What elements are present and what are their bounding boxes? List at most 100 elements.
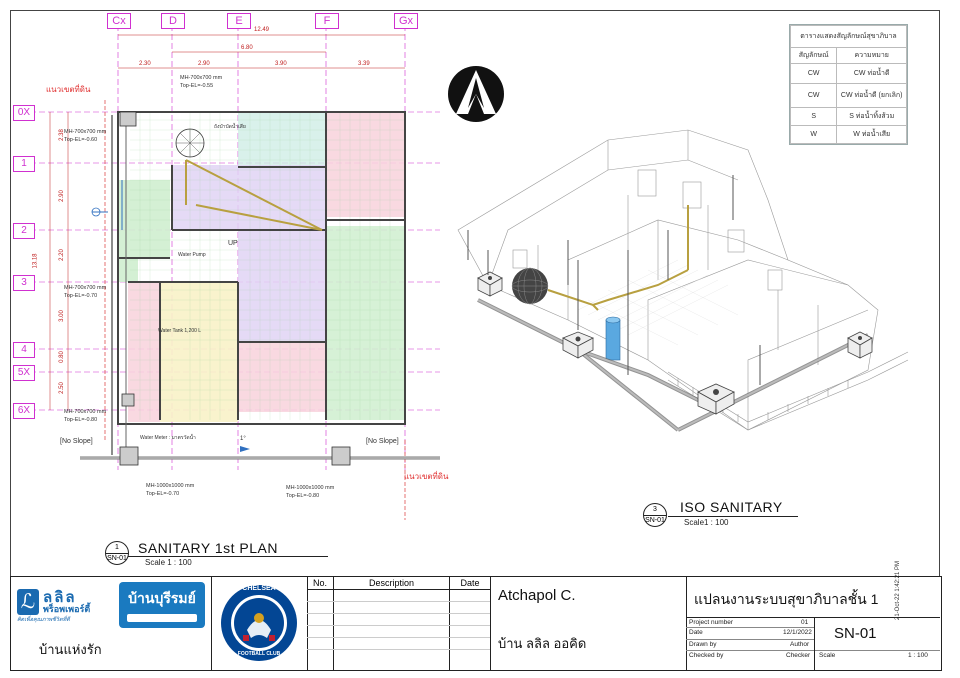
stair-up-label: UP — [228, 240, 238, 247]
manhole-left2-label: MH-700x700 mm Top-EL=-0.70 — [64, 284, 106, 300]
rev-col-description: Description — [334, 577, 450, 590]
drawn-by-value: Author — [790, 641, 810, 648]
dim-row-d: 3.00 — [58, 310, 65, 322]
legend-symbol-cw-cancel: CW — [789, 83, 838, 108]
date-value: 12/1/2022 — [783, 629, 812, 636]
grid-row-4: 4 — [13, 342, 35, 358]
legend-col-meaning: ความหมาย — [836, 47, 907, 64]
manhole-bot1-label: MH-1000x1000 mm Top-EL=-0.70 — [146, 482, 194, 498]
info-divider-v — [814, 617, 815, 670]
house-name: บ้านแห่งรัก — [39, 642, 102, 657]
sheet-title: แปลนงานระบบสุขาภิบาลชั้น 1 — [694, 591, 879, 607]
manhole-left3-size: MH-700x700 mm — [64, 409, 107, 415]
club-name-bottom: FOOTBALL CLUB — [237, 651, 281, 657]
plan-view-num-text: 1 — [115, 544, 119, 551]
manhole-left3-el: Top-EL=-0.80 — [64, 417, 98, 423]
company-slogan: คิดเพื่อคุณภาพชีวิตที่ดี — [17, 617, 70, 623]
dim-d-e: 2.90 — [198, 61, 210, 67]
grid-col-gx: Gx — [394, 13, 418, 29]
dim-row-f: 2.50 — [58, 382, 65, 394]
print-timestamp: 21-Oct-22 1:42:21 PM — [895, 560, 901, 620]
grid-row-6x: 6X — [13, 403, 35, 419]
brand-name: บ้านบุรีรมย์ — [128, 590, 196, 606]
project-number-label: Project number — [689, 619, 734, 626]
manhole-bot2-size: MH-1000x1000 mm — [286, 485, 335, 491]
project-name: บ้าน ลลิล ออคิด — [498, 636, 587, 651]
dim-row-e: 0.80 — [58, 351, 65, 363]
iso-view-scale: Scale1 : 100 — [684, 518, 729, 527]
dim-row-b: 2.90 — [58, 190, 65, 202]
rev-col-date: Date — [450, 577, 490, 590]
company-logo: ℒ ลลิล พร็อพเพอร์ตี้ คิดเพื่อคุณภาพชีวิต… — [17, 585, 119, 625]
company-logo-cell: ℒ ลลิล พร็อพเพอร์ตี้ คิดเพื่อคุณภาพชีวิต… — [11, 577, 212, 670]
property-edge-label-bottom: แนวเขตที่ดิน — [404, 472, 449, 481]
iso-view-num-text: 3 — [653, 506, 657, 513]
drawn-by-label: Drawn by — [689, 641, 717, 648]
iso-view-number: 3 SN-01 — [643, 503, 667, 527]
grid-row-2: 2 — [13, 223, 35, 239]
manhole-bot1-el: Top-EL=-0.70 — [146, 491, 180, 497]
manhole-top-el: Top-EL=-0.55 — [180, 83, 214, 89]
club-name-top: CHELSEA — [242, 585, 276, 592]
info-grid-top-line — [686, 617, 940, 618]
scale-label: Scale — [819, 652, 836, 659]
manhole-bot2-el: Top-EL=-0.80 — [286, 493, 320, 499]
manhole-left2-el: Top-EL=-0.70 — [64, 293, 98, 299]
iso-view-title: ISO SANITARY — [680, 499, 783, 515]
sheet-info-cell: แปลนงานระบบสุขาภิบาลชั้น 1 Project numbe… — [686, 577, 940, 670]
manhole-bot1-size: MH-1000x1000 mm — [146, 483, 195, 489]
north-arrow-icon — [448, 66, 504, 122]
property-edge-label-top: แนวเขตที่ดิน — [46, 85, 91, 94]
company-name: ลลิล — [43, 589, 77, 606]
grid-row-1: 1 — [13, 156, 35, 172]
date-label: Date — [689, 629, 703, 636]
no-slope-left: [No Slope] — [60, 438, 93, 445]
dim-row-total: 13.18 — [32, 253, 39, 269]
symbol-legend-table: ตารางแสดงสัญลักษณ์สุขาภิบาล สัญลักษณ์ คว… — [789, 24, 908, 145]
brand-stripe — [127, 614, 197, 622]
rev-divider-1 — [333, 577, 334, 670]
title-block: ℒ ลลิล พร็อพเพอร์ตี้ คิดเพื่อคุณภาพชีวิต… — [10, 576, 942, 671]
manhole-bot2-label: MH-1000x1000 mm Top-EL=-0.80 — [286, 484, 334, 500]
svg-text:1°: 1° — [240, 436, 246, 442]
plan-view-number: 1 SN-01 — [105, 541, 129, 565]
grid-col-cx: Cx — [107, 13, 131, 29]
legend-meaning-cw: CW ท่อน้ำดี — [836, 63, 907, 84]
rev-row-line — [307, 601, 490, 602]
water-pump-label: Water Pump — [178, 252, 206, 258]
rev-divider-2 — [449, 577, 450, 670]
client-project-cell: Atchapol C. บ้าน ลลิล ออคิด — [490, 577, 687, 670]
info-line — [686, 627, 814, 628]
legend-col-symbol: สัญลักษณ์ — [789, 47, 838, 64]
legend-title: ตารางแสดงสัญลักษณ์สุขาภิบาล — [790, 25, 907, 48]
grid-row-0x: 0X — [13, 105, 35, 121]
project-number-value: 01 — [801, 619, 809, 626]
plan-view-sheet: SN-01 — [106, 553, 128, 562]
sheet-number: SN-01 — [834, 625, 877, 642]
water-meter-label: Water Meter : มาตรวัดน้ำ — [140, 435, 196, 441]
manhole-left1-size: MH-700x700 mm — [64, 129, 107, 135]
revisions-table: No. Description Date — [307, 577, 491, 670]
scale-value: 1 : 100 — [908, 652, 928, 659]
manhole-left2-size: MH-700x700 mm — [64, 285, 107, 291]
plan-view-scale: Scale 1 : 100 — [145, 558, 192, 567]
legend-meaning-cw-cancel: CW ท่อน้ำดี (ยกเลิก) — [836, 83, 907, 108]
dim-row-c: 2.20 — [58, 249, 65, 261]
no-slope-right: [No Slope] — [366, 438, 399, 445]
rev-row-line — [307, 637, 490, 638]
iso-sanitary-drawing — [457, 129, 909, 432]
manhole-top-size: MH-700x700 mm — [180, 75, 223, 81]
client-name: Atchapol C. — [498, 587, 576, 604]
dim-cx-d: 2.30 — [139, 61, 151, 67]
plan-view-title-line — [128, 556, 328, 557]
iso-view-title-line — [668, 516, 798, 517]
checked-by-value: Checker — [786, 652, 811, 659]
grid-row-3: 3 — [13, 275, 35, 291]
company-sub: พร็อพเพอร์ตี้ — [43, 604, 91, 614]
dim-sub: 6.80 — [241, 45, 253, 51]
company-logo-icon: ℒ — [17, 589, 39, 615]
info-line — [686, 650, 940, 651]
info-line — [686, 639, 814, 640]
rev-row-line — [307, 613, 490, 614]
